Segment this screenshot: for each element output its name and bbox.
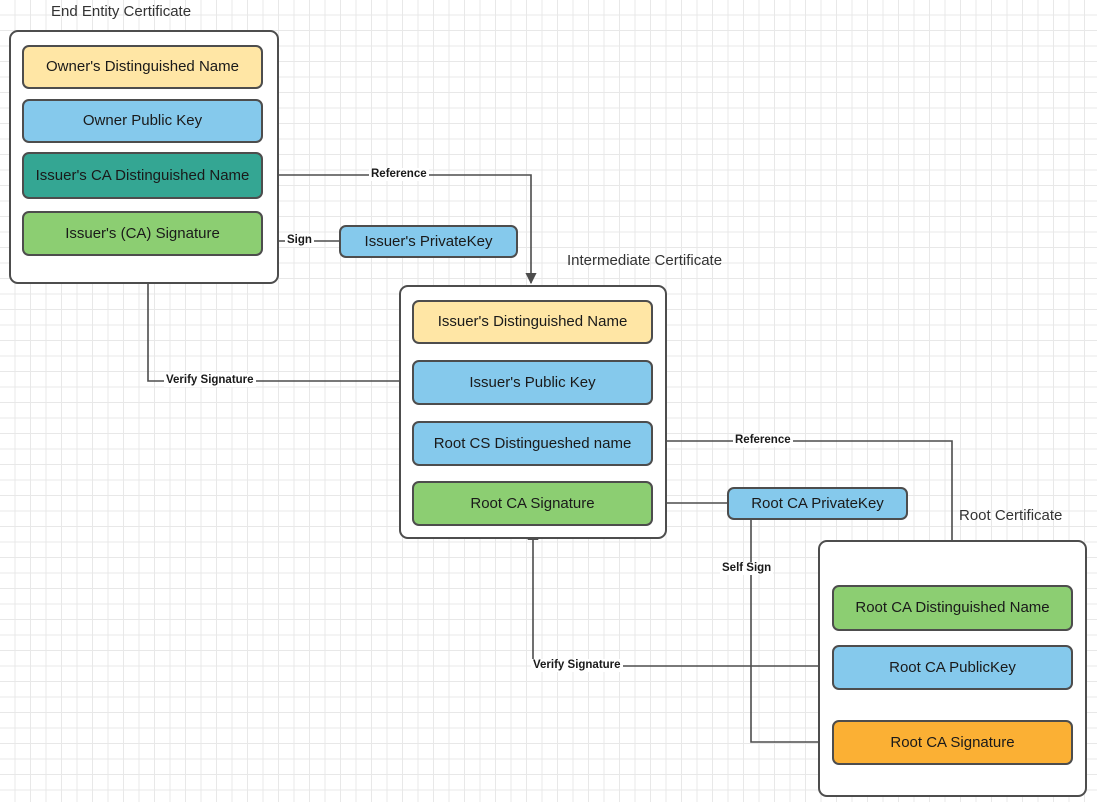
node-root-ca-publickey[interactable]: Root CA PublicKey bbox=[832, 645, 1073, 690]
edge-label-verify-signature-1: Verify Signature bbox=[164, 374, 256, 387]
node-issuers-ca-distinguished-name[interactable]: Issuer's CA Distinguished Name bbox=[22, 152, 263, 199]
node-root-ca-signature-intermediate[interactable]: Root CA Signature bbox=[412, 481, 653, 526]
node-root-ca-privatekey[interactable]: Root CA PrivateKey bbox=[727, 487, 908, 520]
group-title-end-entity-certificate: End Entity Certificate bbox=[51, 3, 192, 20]
node-root-cs-distingueshed-name[interactable]: Root CS Distingueshed name bbox=[412, 421, 653, 466]
node-root-ca-signature[interactable]: Root CA Signature bbox=[832, 720, 1073, 765]
node-issuers-public-key[interactable]: Issuer's Public Key bbox=[412, 360, 653, 405]
node-issuers-privatekey[interactable]: Issuer's PrivateKey bbox=[339, 225, 518, 258]
node-issuers-ca-signature[interactable]: Issuer's (CA) Signature bbox=[22, 211, 263, 256]
node-owner-public-key[interactable]: Owner Public Key bbox=[22, 99, 263, 143]
edge-self-sign bbox=[750, 520, 830, 748]
edge-label-sign-1: Sign bbox=[285, 234, 314, 247]
node-owner-distinguished-name[interactable]: Owner's Distinguished Name bbox=[22, 45, 263, 89]
group-title-intermediate-certificate: Intermediate Certificate bbox=[567, 252, 723, 269]
node-root-ca-distinguished-name[interactable]: Root CA Distinguished Name bbox=[832, 585, 1073, 631]
edge-label-reference-1: Reference bbox=[369, 168, 429, 181]
edge-label-self-sign: Self Sign bbox=[720, 562, 774, 575]
edge-label-reference-2: Reference bbox=[733, 434, 793, 447]
edge-verify-signature-2 bbox=[527, 528, 832, 667]
group-title-root-certificate: Root Certificate bbox=[959, 507, 1063, 524]
edge-label-verify-signature-2: Verify Signature bbox=[531, 659, 623, 672]
node-issuers-distinguished-name[interactable]: Issuer's Distinguished Name bbox=[412, 300, 653, 344]
